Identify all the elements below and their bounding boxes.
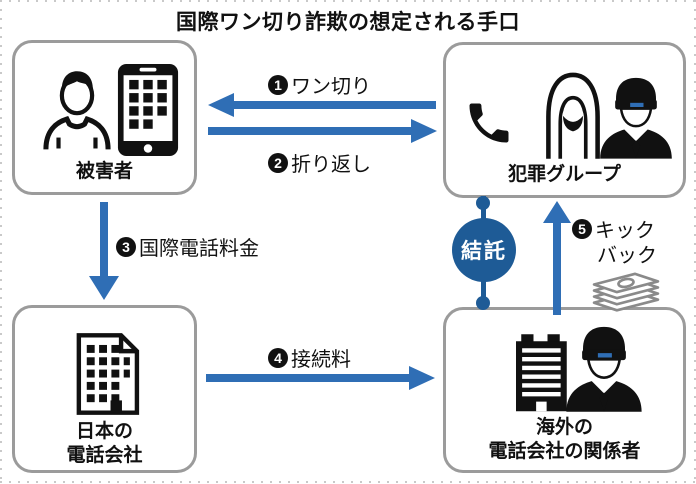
kickback-arrowhead	[543, 201, 571, 223]
smartphone-icon	[117, 63, 179, 157]
page-edge-dots-right	[694, 0, 696, 484]
intl-call-fee-label: 3 国際電話料金	[116, 232, 259, 261]
intl-call-fee-label-text: 国際電話料金	[139, 238, 259, 260]
phone-handset-icon	[469, 103, 509, 143]
connection-fee-label-text: 接続料	[291, 349, 351, 371]
sunglasses-suit-man-icon	[566, 326, 642, 412]
step-5-badge: 5	[572, 218, 592, 239]
kickback-label-text1: キック	[595, 220, 655, 242]
call-back-label: 2 折り返し	[268, 148, 371, 177]
one-ring-label-text: ワン切り	[291, 76, 371, 98]
collusion-connector-dot-top	[476, 196, 490, 210]
one-ring-arrowhead	[208, 93, 234, 117]
person-icon	[43, 71, 111, 150]
call-back-label-text: 折り返し	[291, 154, 371, 176]
sunglasses-suit-man-icon	[600, 77, 672, 159]
victim-box: 被害者	[12, 40, 197, 195]
victim-label: 被害者	[75, 161, 133, 182]
kickback-label-text2: バック	[597, 245, 657, 267]
overseas-telco-label: 海外の 電話会社の関係者	[446, 416, 683, 464]
overseas-telco-box: 海外の 電話会社の関係者	[443, 307, 686, 473]
money-stack-icon	[592, 272, 660, 312]
step-1-badge: 1	[268, 74, 288, 95]
intl-call-fee-arrow	[100, 202, 108, 277]
building-solid-icon	[516, 334, 567, 412]
collusion-badge: 結託	[452, 218, 516, 282]
japan-telco-label: 日本の 電話会社	[15, 420, 194, 468]
page-edge-dots-left	[0, 0, 2, 484]
step-3-badge: 3	[116, 236, 136, 257]
page-edge-dots-bottom	[0, 481, 696, 483]
overseas-telco-label-line2: 電話会社の関係者	[488, 441, 641, 462]
kickback-arrow	[553, 222, 561, 315]
diagram-title: 国際ワン切り詐欺の想定される手口	[176, 11, 520, 34]
one-ring-label: 1 ワン切り	[268, 70, 371, 99]
collusion-connector-dot-bottom	[476, 296, 490, 310]
one-ring-arrow	[232, 101, 436, 109]
building-outline-icon	[76, 333, 140, 415]
japan-telco-box: 日本の 電話会社	[12, 305, 197, 473]
page-edge-dots-top	[0, 0, 696, 2]
intl-call-fee-arrowhead	[89, 276, 119, 300]
connection-fee-arrow	[206, 374, 410, 382]
call-back-arrow	[208, 127, 412, 135]
connection-fee-arrowhead	[409, 366, 435, 390]
hooded-figure-icon	[546, 72, 600, 159]
criminal-group-box: 犯罪グループ	[443, 42, 686, 198]
connection-fee-label: 4 接続料	[268, 343, 351, 372]
kickback-label-line1: 5 キック	[572, 214, 655, 243]
call-back-arrowhead	[411, 119, 437, 143]
criminal-group-label: 犯罪グループ	[508, 164, 621, 185]
overseas-telco-label-line1: 海外の	[535, 417, 593, 438]
step-4-badge: 4	[268, 347, 288, 368]
step-2-badge: 2	[268, 152, 288, 173]
japan-telco-label-line1: 日本の	[75, 421, 133, 442]
kickback-label-line2: バック	[597, 239, 657, 268]
japan-telco-label-line2: 電話会社	[66, 445, 143, 466]
